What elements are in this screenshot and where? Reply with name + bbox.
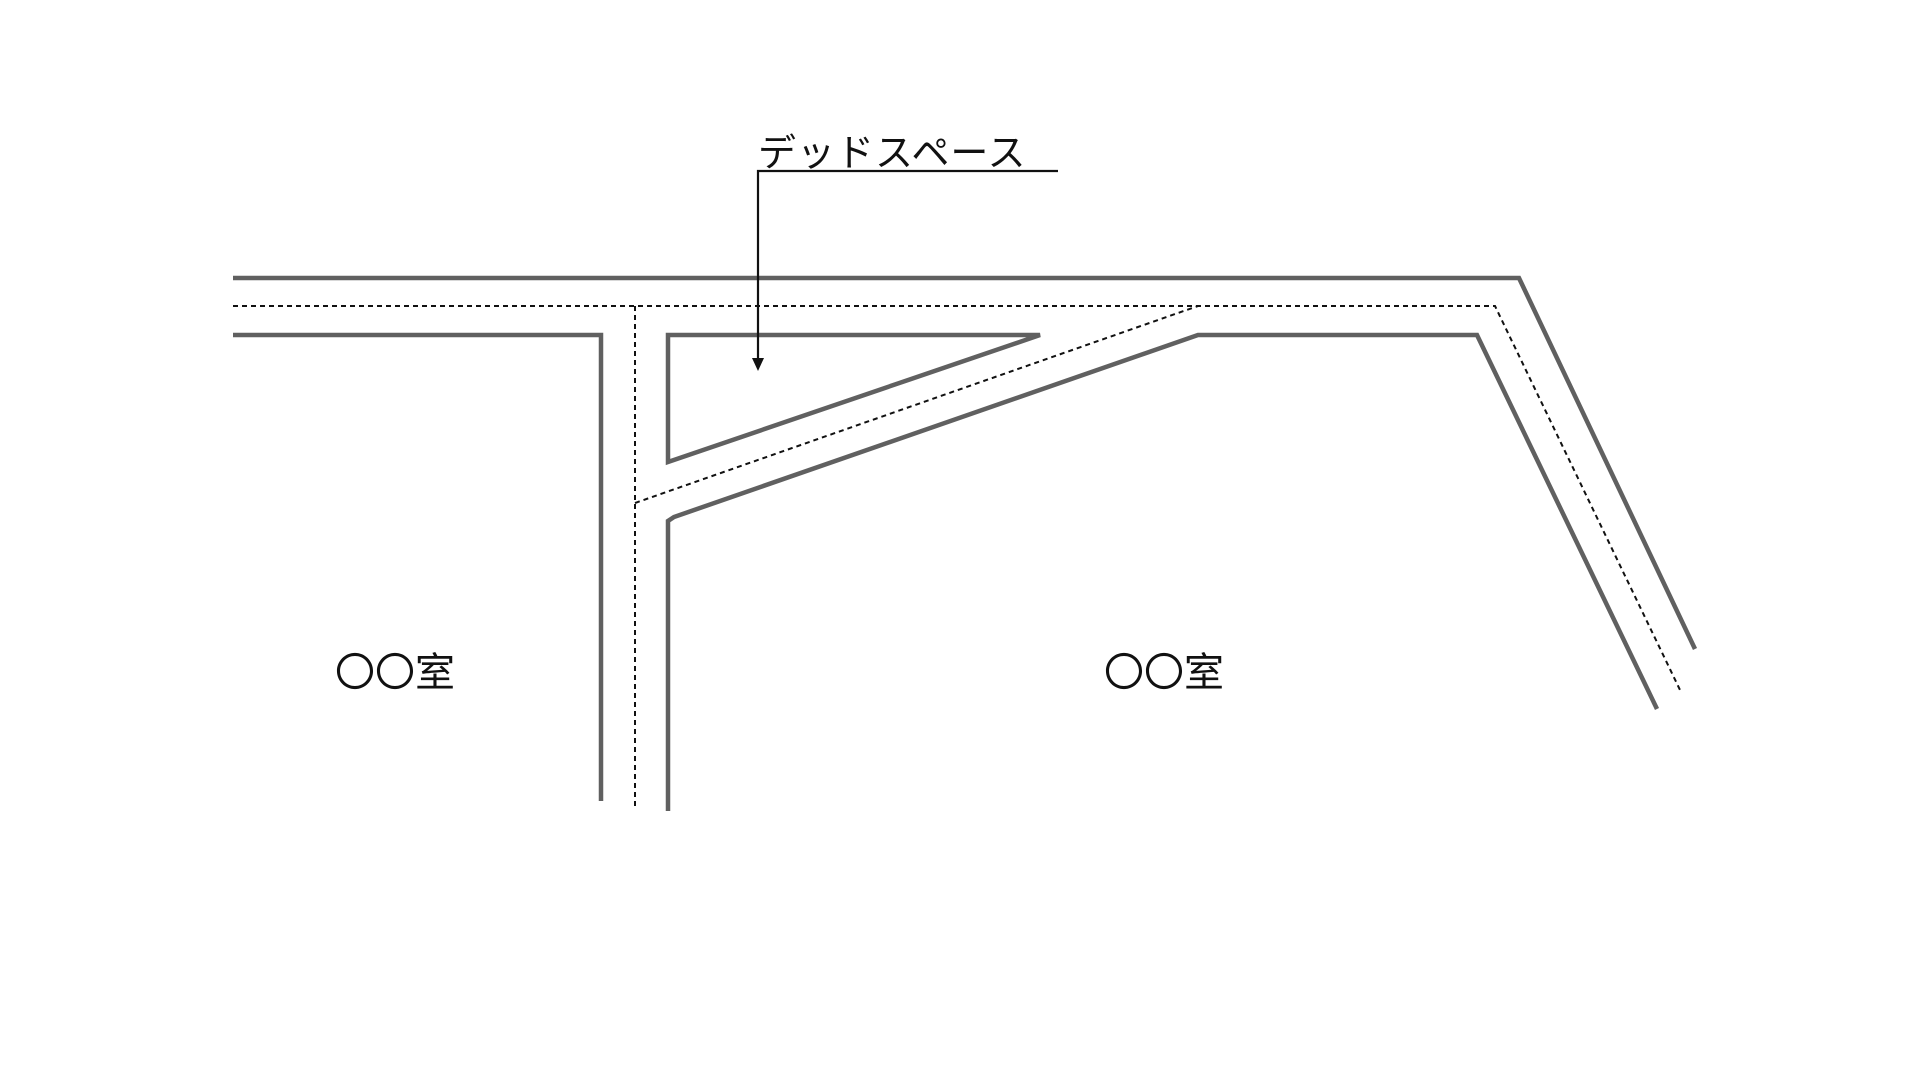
corridor-centerline-diagonal <box>634 305 1199 504</box>
corridor-centerline-main <box>233 305 1682 693</box>
left-room-wall <box>233 332 604 801</box>
dead-space-label: デッドスペース <box>758 131 1027 175</box>
walls <box>233 275 1698 811</box>
room-label-right: 〇〇室 <box>1104 650 1224 696</box>
outer-corridor-wall <box>233 275 1698 650</box>
corridor-centerlines <box>233 305 1682 806</box>
leader-line <box>752 169 1058 371</box>
right-room-wall <box>665 332 1660 811</box>
arrowhead-icon <box>752 358 764 371</box>
dead-space-triangle-wall <box>665 332 1041 466</box>
room-label-left: 〇〇室 <box>335 650 455 696</box>
leader-line-path <box>756 169 1058 362</box>
